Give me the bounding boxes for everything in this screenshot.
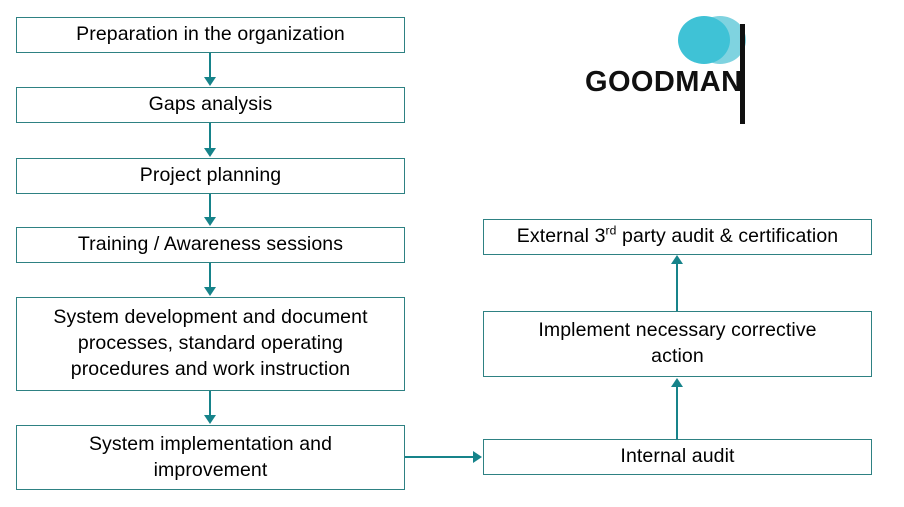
node-training-awareness-sessions[interactable]: Training / Awareness sessions bbox=[16, 227, 405, 263]
node-system-development-label: System development and document processe… bbox=[23, 305, 398, 382]
node-implement-corrective-action[interactable]: Implement necessary corrective action bbox=[483, 311, 872, 377]
node-internal-audit-label: Internal audit bbox=[620, 445, 735, 468]
node-project-planning-label: Project planning bbox=[139, 164, 282, 187]
connector-planning-to-training-arrowhead-icon bbox=[203, 217, 216, 226]
connector-corrective-action-to-external-audit-line bbox=[676, 263, 679, 311]
node-internal-audit[interactable]: Internal audit bbox=[483, 439, 872, 475]
node-corrective-action-line-2: action bbox=[651, 345, 704, 367]
node-preparation-in-the-organization[interactable]: Preparation in the organization bbox=[16, 17, 405, 53]
node-system-implementation-line-1: System implementation and bbox=[88, 432, 333, 455]
node-external-audit-post: party audit & certification bbox=[616, 225, 839, 248]
node-system-development-line-1: System development and document bbox=[53, 306, 368, 329]
connector-planning-to-training-line bbox=[209, 194, 212, 218]
node-system-development[interactable]: System development and document processe… bbox=[16, 297, 405, 391]
logo-circle-front-icon bbox=[678, 16, 730, 64]
node-gaps-analysis-label: Gaps analysis bbox=[148, 93, 273, 116]
node-external-audit-ordinal-suffix: rd bbox=[605, 223, 617, 238]
connector-corrective-action-to-external-audit-arrowhead-icon bbox=[670, 255, 683, 264]
connector-development-to-implementation-line bbox=[209, 391, 212, 416]
connector-training-to-development-line bbox=[209, 263, 212, 288]
connector-development-to-implementation-arrowhead-icon bbox=[203, 415, 216, 424]
node-preparation-label: Preparation in the organization bbox=[76, 23, 345, 46]
connector-gaps-to-planning-arrowhead-icon bbox=[203, 148, 216, 157]
connector-preparation-to-gaps-line bbox=[209, 53, 212, 78]
node-system-development-line-2: processes, standard operating bbox=[77, 332, 344, 355]
connector-internal-audit-to-corrective-action-arrowhead-icon bbox=[670, 378, 683, 387]
node-system-implementation[interactable]: System implementation and improvement bbox=[16, 425, 405, 490]
connector-implementation-to-internal-audit-arrowhead-icon bbox=[473, 450, 482, 463]
connector-preparation-to-gaps-arrowhead-icon bbox=[203, 77, 216, 86]
connector-implementation-to-internal-audit-line bbox=[405, 456, 475, 459]
node-system-implementation-label: System implementation and improvement bbox=[23, 432, 398, 483]
node-corrective-action-label: Implement necessary corrective action bbox=[490, 318, 865, 369]
node-project-planning[interactable]: Project planning bbox=[16, 158, 405, 194]
node-external-third-party-audit[interactable]: External 3rd party audit & certification bbox=[483, 219, 872, 255]
node-system-implementation-line-2: improvement bbox=[153, 458, 268, 481]
node-training-label: Training / Awareness sessions bbox=[77, 233, 344, 256]
node-external-audit-label: External 3rd party audit & certification bbox=[490, 224, 865, 250]
connector-gaps-to-planning-line bbox=[209, 123, 212, 149]
node-corrective-action-line-1: Implement necessary corrective bbox=[538, 319, 817, 342]
goodman-logo: GOODMAN bbox=[585, 12, 755, 124]
connector-internal-audit-to-corrective-action-line bbox=[676, 386, 679, 439]
node-system-development-line-3: procedures and work instruction bbox=[70, 357, 351, 380]
logo-vertical-bar-icon bbox=[740, 24, 745, 124]
connector-training-to-development-arrowhead-icon bbox=[203, 287, 216, 296]
node-gaps-analysis[interactable]: Gaps analysis bbox=[16, 87, 405, 123]
node-external-audit-pre: External 3 bbox=[516, 225, 606, 248]
logo-wordmark: GOODMAN bbox=[585, 66, 743, 98]
